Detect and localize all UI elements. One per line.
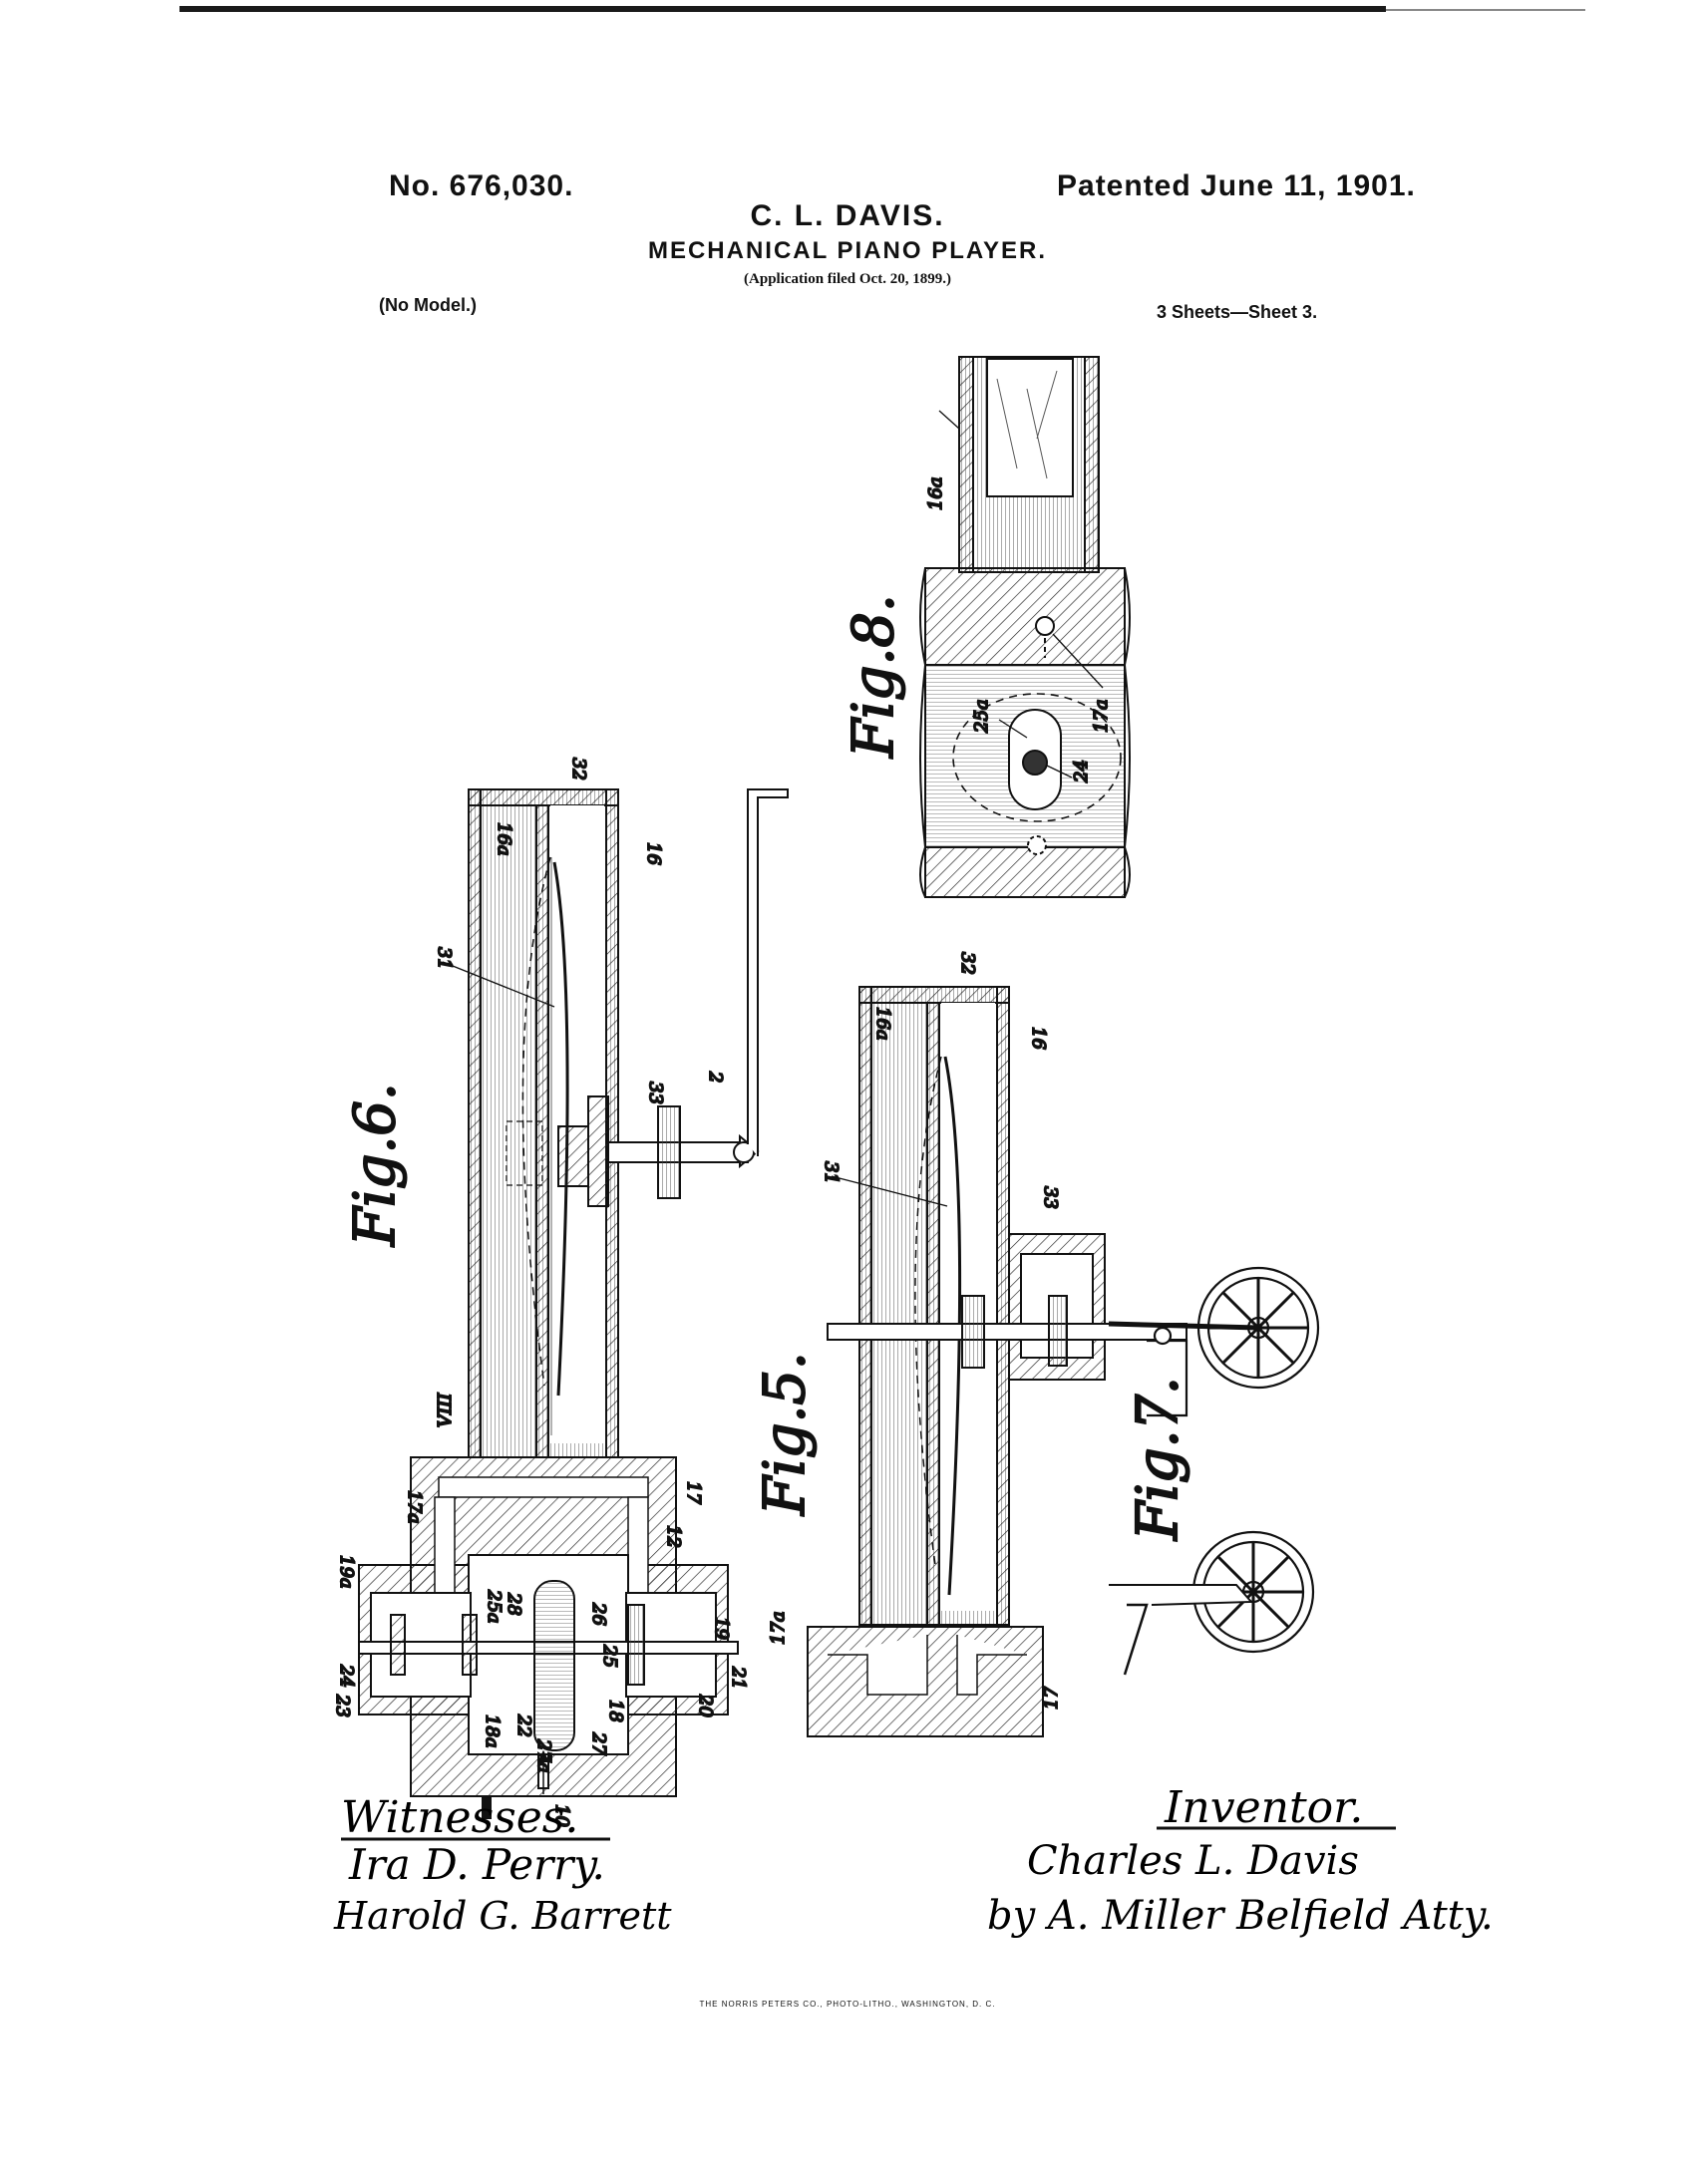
witnesses-label: Witnesses. (341, 1792, 578, 1843)
fig6-drawing: 16a 32 16 31 33 2 Fig.6. VIII 17a 17 12 … (331, 757, 789, 1828)
label-31-fig6: 31 (434, 947, 455, 970)
label-31-fig5: 31 (821, 1161, 842, 1184)
label-28: 28 (504, 1592, 524, 1616)
label-10: 10 (551, 1804, 572, 1827)
label-25: 25 (599, 1644, 620, 1668)
model-note: (No Model.) (379, 295, 477, 315)
label-24: 24 (1071, 760, 1092, 783)
label-18: 18 (605, 1700, 626, 1722)
fig8-drawing: 16a 17a 25a 24 Fig.8. (841, 356, 1131, 898)
label-19: 19 (711, 1617, 732, 1640)
label-17a-fig6: 17a (404, 1490, 425, 1524)
label-32-fig5: 32 (957, 952, 978, 975)
patent-title: MECHANICAL PIANO PLAYER. (647, 237, 1048, 264)
fig7-drawing: Fig.7. (1108, 1266, 1320, 1676)
label-2-fig6: 2 (705, 1071, 726, 1083)
label-33-fig5: 33 (1040, 1186, 1061, 1209)
label-17a-fig5: 17a (768, 1611, 789, 1645)
label-12-fig6: 12 (663, 1525, 684, 1548)
label-16a: 16a (925, 476, 946, 510)
printer-credit: THE NORRIS PETERS CO., PHOTO-LITHO., WAS… (699, 2000, 996, 2009)
application-filed: (Application filed Oct. 20, 1899.) (744, 271, 951, 287)
label-25a: 25a (971, 699, 992, 734)
label-16a-fig5: 16a (872, 1007, 893, 1041)
patent-date: Patented June 11, 1901. (1057, 169, 1416, 202)
fig8-label: Fig.8. (842, 594, 906, 759)
label-18a: 18a (482, 1715, 503, 1748)
sheet-count: 3 Sheets—Sheet 3. (1157, 302, 1318, 322)
label-27: 27 (588, 1731, 609, 1755)
top-border-line (179, 6, 1386, 12)
witness-1-signature: Ira D. Perry. (348, 1840, 605, 1889)
inventor-label: Inventor. (1164, 1782, 1363, 1833)
label-27a: 27a (533, 1738, 554, 1773)
label-17a: 17a (1091, 699, 1112, 733)
label-21: 21 (728, 1666, 749, 1690)
label-19a: 19a (336, 1555, 357, 1589)
attorney-signature: by A. Miller Belfield Atty. (987, 1893, 1494, 1939)
inventor-signature: Charles L. Davis (1027, 1838, 1359, 1884)
label-20: 20 (695, 1694, 716, 1717)
label-26: 26 (588, 1602, 609, 1626)
top-border-line-faint (1386, 9, 1585, 11)
label-16a-fig6: 16a (494, 822, 514, 856)
label-32-fig6: 32 (568, 758, 589, 780)
label-23: 23 (332, 1694, 353, 1717)
inventor-name: C. L. DAVIS. (750, 199, 945, 232)
label-22: 22 (513, 1714, 534, 1737)
label-17-fig6: 17 (683, 1481, 704, 1504)
fig5-drawing: 16a 32 16 31 33 Fig.5. 17a 17 (752, 951, 1187, 1737)
fig6-label: Fig.6. (343, 1083, 408, 1247)
label-VIII: VIII (435, 1393, 456, 1427)
label-16-fig5: 16 (1028, 1027, 1049, 1050)
label-25a-fig6: 25a (484, 1589, 505, 1624)
label-24-fig6: 24 (336, 1664, 357, 1688)
label-17-fig5: 17 (1041, 1687, 1062, 1710)
witness-2-signature: Harold G. Barrett (333, 1894, 672, 1938)
signature-block: Witnesses. Ira D. Perry. Harold G. Barre… (333, 1782, 1494, 1939)
fig7-label: Fig.7. (1126, 1377, 1190, 1541)
label-33-fig6: 33 (645, 1082, 666, 1104)
patent-number: No. 676,030. (389, 169, 574, 202)
label-16-fig6: 16 (643, 842, 664, 865)
fig5-label: Fig.5. (753, 1352, 818, 1516)
